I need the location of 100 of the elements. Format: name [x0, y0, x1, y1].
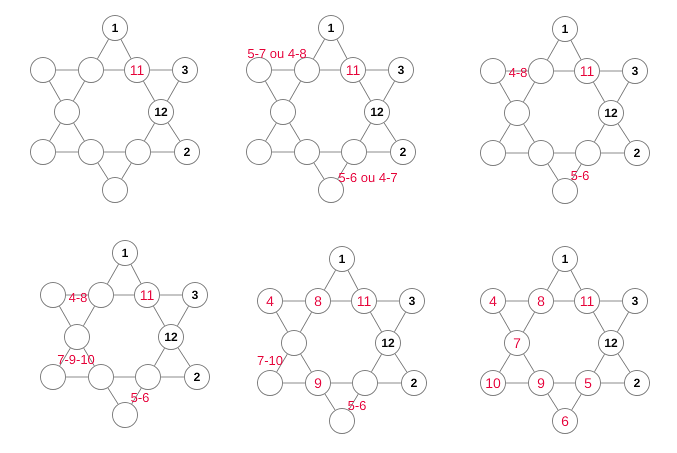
- connector-line: [313, 162, 325, 180]
- connector-line: [506, 152, 528, 154]
- number-circle: [134, 282, 160, 308]
- number-circle: [340, 57, 366, 83]
- circle-number: 9: [537, 376, 545, 390]
- circle-number: 12: [154, 106, 168, 118]
- connector-line: [178, 347, 190, 367]
- connector-line: [120, 39, 132, 59]
- connector-line: [288, 80, 302, 102]
- number-circle: [528, 58, 554, 84]
- connector-line: [82, 306, 96, 326]
- number-circle: [257, 288, 283, 314]
- candidate-note: 4-8: [68, 290, 88, 306]
- number-circle: [552, 246, 578, 272]
- circle-number: 2: [400, 146, 406, 158]
- connector-line: [73, 122, 85, 142]
- circle-number: 3: [632, 65, 638, 77]
- number-circle: [575, 370, 601, 396]
- circle-number: 2: [410, 377, 418, 389]
- number-circle: [246, 139, 272, 165]
- circle-number: 5: [584, 376, 592, 390]
- connector-line: [144, 122, 156, 142]
- number-circle: [575, 140, 601, 166]
- candidate-note: 5-6: [346, 398, 368, 414]
- connector-line: [276, 354, 288, 372]
- number-circle: [552, 408, 578, 434]
- number-circle: [574, 58, 600, 84]
- number-circle: [622, 58, 648, 84]
- connector-line: [592, 312, 606, 332]
- number-circle: [135, 364, 161, 390]
- connector-line: [546, 40, 560, 60]
- connector-line: [594, 124, 606, 142]
- connector-line: [600, 152, 624, 154]
- number-circle: [528, 140, 554, 166]
- number-circle: [598, 330, 624, 356]
- circle-number: 12: [164, 331, 178, 343]
- number-circle: [318, 15, 344, 41]
- connector-line: [570, 40, 582, 60]
- number-circle: [64, 324, 90, 350]
- number-circle: [528, 288, 554, 314]
- number-circle: [351, 288, 377, 314]
- connector-line: [378, 382, 402, 384]
- circle-number: 8: [314, 294, 322, 308]
- circle-number: 7: [513, 336, 521, 350]
- connector-line: [384, 122, 396, 142]
- number-circle: [574, 288, 600, 314]
- circle-number: 11: [130, 63, 144, 77]
- number-circle: [270, 99, 296, 125]
- number-circle: [401, 370, 427, 396]
- number-circle: [480, 58, 506, 84]
- number-circle: [305, 370, 331, 396]
- connector-line: [554, 70, 574, 72]
- connector-line: [121, 162, 132, 180]
- connector-line: [66, 376, 88, 378]
- candidate-note: 7-10: [256, 354, 284, 368]
- connector-line: [554, 382, 576, 384]
- connector-line: [499, 354, 511, 372]
- connector-line: [176, 306, 190, 326]
- circle-number: 12: [381, 337, 395, 349]
- number-circle: [305, 288, 331, 314]
- connector-line: [66, 294, 88, 296]
- circle-number: 3: [408, 295, 416, 307]
- number-circle: [528, 370, 554, 396]
- connector-line: [571, 164, 582, 180]
- number-circle: [399, 288, 425, 314]
- number-circle: [88, 364, 114, 390]
- connector-line: [600, 300, 622, 302]
- connector-line: [570, 270, 582, 290]
- connector-line: [312, 38, 326, 60]
- connector-line: [300, 312, 312, 332]
- circle-number: 11: [356, 294, 372, 308]
- number-circle: [124, 57, 150, 83]
- circle-number: 12: [370, 106, 384, 118]
- number-circle: [480, 370, 506, 396]
- connector-line: [114, 294, 134, 296]
- number-circle: [480, 288, 506, 314]
- circle-number: 10: [485, 376, 501, 390]
- number-circle: [30, 139, 56, 165]
- circle-number: 3: [398, 64, 404, 76]
- circle-number: 2: [194, 371, 200, 383]
- circle-number: 9: [314, 376, 322, 390]
- connector-line: [324, 394, 336, 410]
- number-circle: [184, 364, 210, 390]
- circle-number: 1: [328, 22, 334, 34]
- connector-line: [523, 354, 535, 372]
- connector-line: [324, 270, 336, 290]
- connector-line: [58, 306, 72, 326]
- connector-line: [276, 312, 288, 332]
- connector-line: [594, 354, 606, 372]
- connector-line: [49, 122, 61, 142]
- circle-number: 1: [562, 253, 568, 265]
- connector-line: [394, 312, 406, 332]
- connector-line: [618, 353, 630, 373]
- circle-number: 1: [562, 23, 568, 35]
- number-circle: [624, 370, 650, 396]
- connector-line: [616, 312, 630, 332]
- circle-number: 1: [338, 253, 346, 265]
- number-circle: [375, 330, 401, 356]
- connector-line: [59, 348, 71, 366]
- connector-line: [382, 80, 396, 102]
